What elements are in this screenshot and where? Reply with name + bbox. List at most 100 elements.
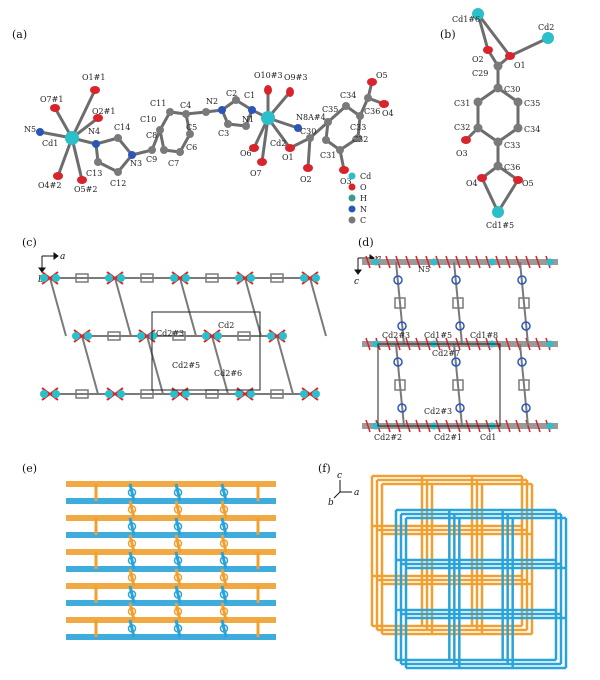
svg-text:C31: C31 — [454, 99, 470, 108]
svg-text:C7: C7 — [168, 159, 179, 168]
panel-a-atoms — [36, 78, 389, 184]
svg-text:N1: N1 — [242, 115, 254, 124]
panel-label-f: (f) — [318, 462, 331, 475]
svg-text:C36: C36 — [504, 163, 520, 172]
svg-text:Cd: Cd — [360, 172, 371, 181]
panel-a-labels: O1#1 O7#1 O2#1 N5 Cd1 N4 C14 O4#2 O5#2 C… — [24, 71, 394, 194]
svg-text:Cd1#6: Cd1#6 — [452, 15, 480, 24]
panel-label-b: (b) — [440, 28, 456, 41]
svg-text:O1: O1 — [282, 153, 294, 162]
svg-text:N: N — [360, 205, 367, 214]
svg-text:Cd1: Cd1 — [42, 139, 58, 148]
svg-text:Cd2#1: Cd2#1 — [434, 433, 462, 442]
svg-text:Cd2#6: Cd2#6 — [214, 369, 242, 378]
panel-a: (a) — [12, 28, 394, 225]
svg-text:a: a — [60, 252, 65, 262]
panel-label-d: (d) — [358, 236, 374, 249]
svg-text:Cd2#3: Cd2#3 — [382, 331, 410, 340]
svg-text:Cd1#5: Cd1#5 — [424, 331, 452, 340]
svg-text:C30: C30 — [300, 127, 316, 136]
svg-text:O9#3: O9#3 — [284, 73, 307, 82]
svg-text:C8: C8 — [146, 131, 157, 140]
svg-text:Cd2#5: Cd2#5 — [172, 361, 200, 370]
svg-text:O2#1: O2#1 — [92, 107, 115, 116]
svg-text:Cd2: Cd2 — [538, 23, 554, 32]
panel-f-network — [370, 474, 568, 670]
svg-text:C9: C9 — [146, 155, 157, 164]
panel-e: (e) — [22, 462, 276, 640]
panel-e-network — [66, 481, 276, 640]
panel-label-e: (e) — [22, 462, 37, 475]
svg-text:c: c — [337, 471, 342, 481]
svg-text:O10#3: O10#3 — [254, 71, 283, 80]
svg-text:O6: O6 — [240, 149, 252, 158]
svg-text:C32: C32 — [352, 135, 368, 144]
svg-text:O7: O7 — [250, 169, 262, 178]
panel-c-axes — [38, 252, 59, 273]
svg-text:O1#1: O1#1 — [82, 73, 105, 82]
legend-swatch-n — [348, 205, 356, 213]
legend-swatch-o — [348, 183, 356, 191]
svg-text:C10: C10 — [140, 115, 156, 124]
svg-text:O4: O4 — [466, 179, 478, 188]
svg-text:O4: O4 — [382, 109, 394, 118]
panel-f: (f) c a b — [318, 462, 568, 670]
panel-d: (d) a c N5 Cd2#3 Cd1#5 Cd1#8 Cd2#7 Cd2#3… — [354, 236, 558, 442]
svg-text:O2: O2 — [300, 175, 312, 184]
svg-text:C33: C33 — [504, 141, 520, 150]
svg-text:b: b — [328, 498, 334, 508]
svg-text:Cd1#8: Cd1#8 — [470, 331, 498, 340]
svg-text:Cd2: Cd2 — [218, 321, 234, 330]
svg-text:O5: O5 — [376, 71, 388, 80]
svg-text:C31: C31 — [320, 151, 336, 160]
svg-text:C12: C12 — [110, 179, 126, 188]
legend-swatch-cd — [348, 172, 356, 180]
svg-text:C3: C3 — [218, 129, 229, 138]
svg-text:Cd2#2: Cd2#2 — [374, 433, 402, 442]
svg-text:C30: C30 — [504, 85, 520, 94]
svg-text:C11: C11 — [150, 99, 166, 108]
svg-text:C6: C6 — [186, 143, 197, 152]
svg-text:C36: C36 — [364, 107, 380, 116]
svg-text:O3: O3 — [340, 177, 352, 186]
svg-text:Cd1: Cd1 — [480, 433, 496, 442]
svg-text:C34: C34 — [340, 91, 356, 100]
svg-text:O2: O2 — [472, 55, 484, 64]
svg-text:C33: C33 — [350, 123, 366, 132]
svg-text:C1: C1 — [244, 91, 255, 100]
svg-text:Cd2#7: Cd2#7 — [432, 349, 460, 358]
svg-text:C2: C2 — [226, 89, 237, 98]
legend-swatch-h — [348, 194, 356, 202]
svg-text:N2: N2 — [206, 97, 218, 106]
svg-text:N5: N5 — [24, 125, 36, 134]
panel-d-labels: N5 Cd2#3 Cd1#5 Cd1#8 Cd2#7 Cd2#3 Cd2#2 C… — [374, 265, 498, 442]
svg-text:C13: C13 — [86, 169, 102, 178]
svg-text:N8A#4: N8A#4 — [296, 113, 326, 122]
svg-text:C14: C14 — [114, 123, 130, 132]
svg-text:H: H — [360, 194, 367, 203]
svg-text:N4: N4 — [88, 127, 100, 136]
svg-text:C4: C4 — [180, 101, 191, 110]
unit-cell-c — [151, 311, 261, 391]
svg-text:O7#1: O7#1 — [40, 95, 63, 104]
svg-text:C34: C34 — [524, 125, 540, 134]
svg-text:N3: N3 — [130, 159, 142, 168]
svg-text:O4#2: O4#2 — [38, 181, 61, 190]
svg-text:C: C — [360, 216, 366, 225]
panel-c-labels: Cd2#3 Cd2 Cd2#5 Cd2#6 — [156, 321, 242, 378]
svg-text:Cd2#3: Cd2#3 — [424, 407, 452, 416]
svg-text:O1: O1 — [514, 61, 526, 70]
svg-text:N5: N5 — [418, 265, 430, 274]
svg-text:O: O — [360, 183, 367, 192]
svg-text:C5: C5 — [186, 123, 197, 132]
svg-text:Cd2#3: Cd2#3 — [156, 329, 184, 338]
svg-text:a: a — [354, 488, 359, 498]
svg-text:Cd2: Cd2 — [270, 139, 286, 148]
svg-text:O3: O3 — [456, 149, 468, 158]
panel-a-legend: Cd O H N C — [348, 172, 371, 225]
panel-b: (b) — [440, 8, 554, 230]
svg-text:O5#2: O5#2 — [74, 185, 97, 194]
svg-text:c: c — [354, 277, 359, 287]
unit-cell-d — [377, 343, 501, 427]
